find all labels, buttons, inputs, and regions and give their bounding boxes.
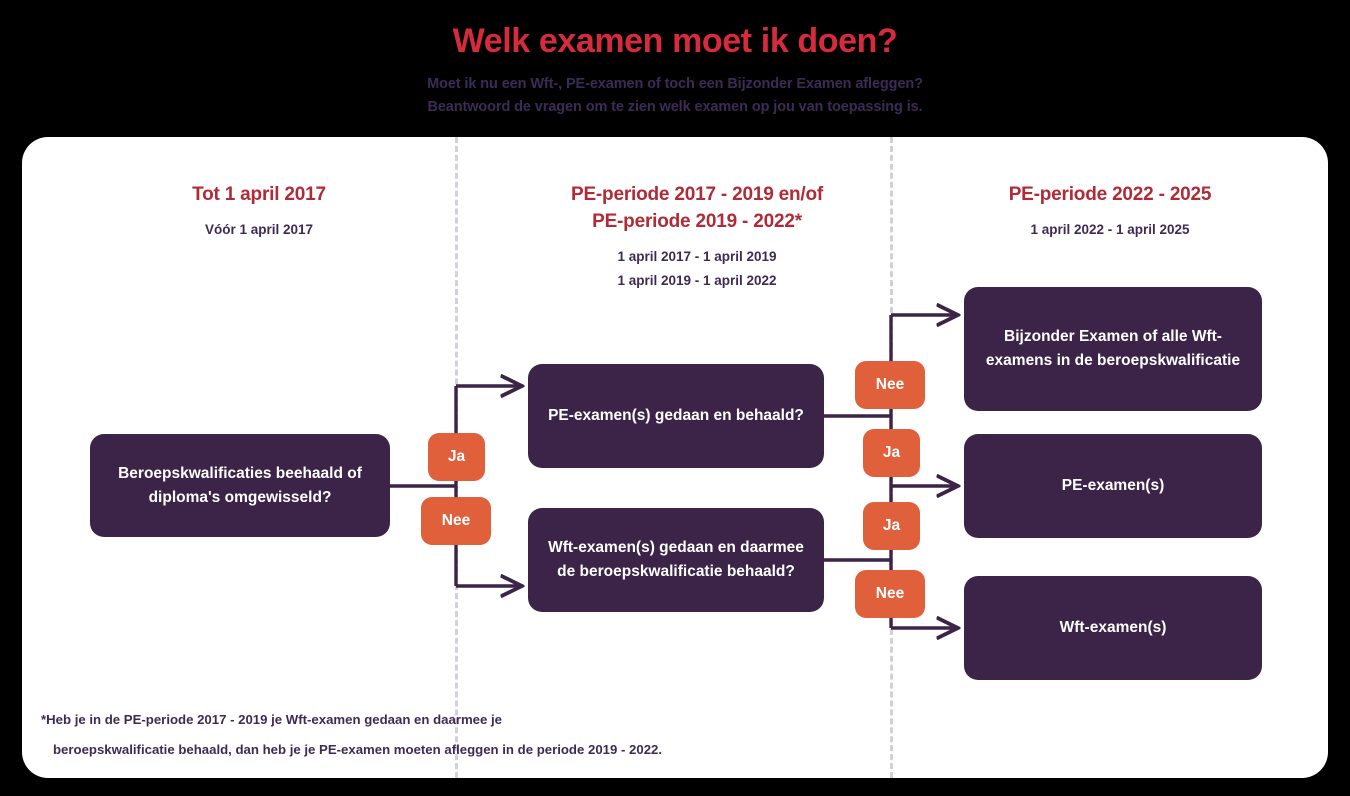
pill-pe-no[interactable]: Nee <box>855 361 925 409</box>
column-1-title: Tot 1 april 2017 <box>192 184 326 205</box>
footnote-line-2: beroepskwalificatie behaald, dan heb je … <box>53 742 663 757</box>
pill-wft-yes[interactable]: Ja <box>863 502 920 550</box>
column-1-subtitle: Vóór 1 april 2017 <box>204 222 314 237</box>
column-3-title: PE-periode 2022 - 2025 <box>1008 184 1212 205</box>
pill-start-yes[interactable]: Ja <box>428 433 485 481</box>
column-header-1: Tot 1 april 2017 Vóór 1 april 2017 <box>79 181 439 242</box>
node-wft-question[interactable]: Wft-examen(s) gedaan en daarmee de beroe… <box>528 508 824 612</box>
column-header-2: PE-periode 2017 - 2019 en/of PE-periode … <box>475 181 919 293</box>
column-2-subtitle-2: 1 april 2019 - 1 april 2022 <box>617 273 777 288</box>
column-2-title-line-1: PE-periode 2017 - 2019 en/of <box>570 184 824 205</box>
column-header-3: PE-periode 2022 - 2025 1 april 2022 - 1 … <box>930 181 1290 242</box>
column-2-title-line-2: PE-periode 2019 - 2022* <box>592 211 802 232</box>
flowchart-card: Tot 1 april 2017 Vóór 1 april 2017 PE-pe… <box>22 137 1328 778</box>
node-pe-question[interactable]: PE-examen(s) gedaan en behaald? <box>528 364 824 468</box>
footnote-line-1: *Heb je in de PE-periode 2017 - 2019 je … <box>41 712 503 727</box>
footnote: *Heb je in de PE-periode 2017 - 2019 je … <box>41 705 941 765</box>
page-subtitle-line-2: Beantwoord de vragen om te zien welk exa… <box>427 99 923 115</box>
pill-wft-no[interactable]: Nee <box>855 570 925 618</box>
page-header: Welk examen moet ik doen? Moet ik nu een… <box>0 0 1350 137</box>
node-outcome-wft-examen[interactable]: Wft-examen(s) <box>964 576 1262 680</box>
node-outcome-bijzonder-examen[interactable]: Bijzonder Examen of alle Wft-examens in … <box>964 287 1262 411</box>
pill-start-no[interactable]: Nee <box>421 497 491 545</box>
pill-pe-yes[interactable]: Ja <box>863 429 920 477</box>
node-start-question[interactable]: Beroepskwalificaties beehaald of diploma… <box>90 434 390 537</box>
page-subtitle-line-1: Moet ik nu een Wft-, PE-examen of toch e… <box>427 76 923 92</box>
column-3-subtitle: 1 april 2022 - 1 april 2025 <box>1030 222 1190 237</box>
column-2-subtitle-1: 1 april 2017 - 1 april 2019 <box>617 249 777 264</box>
node-outcome-pe-examen[interactable]: PE-examen(s) <box>964 434 1262 538</box>
page-title: Welk examen moet ik doen? <box>452 22 898 60</box>
